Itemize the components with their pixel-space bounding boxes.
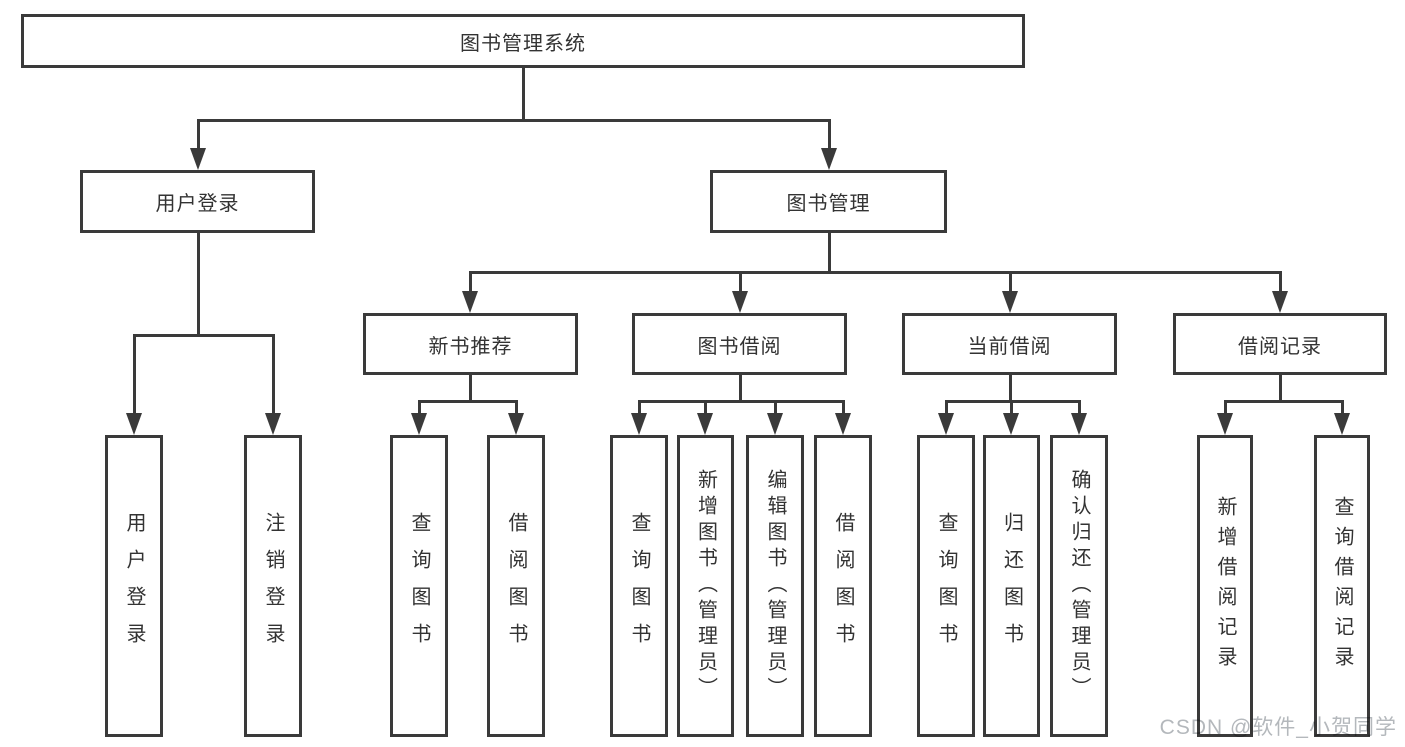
connector-newbook-rail [418,400,518,403]
connector-userlogin-rail [133,334,275,337]
connector-drop-current-borrow [1009,271,1012,293]
leaf-add-books-admin: 新增图书（管理员） [677,435,734,737]
arrowhead-nb-borrow [508,413,524,435]
arrowhead-leaf-logout [265,413,281,435]
node-new-book-recommendation: 新书推荐 [363,313,578,375]
leaf-logout: 注销登录 [244,435,302,737]
arrowhead-cb-confirm [1071,413,1087,435]
leaf-query-books-recommend-label: 查询图书 [408,512,430,660]
connector-currentborrow-rail [945,400,1081,403]
connector-drop-br-add [1224,400,1227,415]
connector-drop-cb-confirm [1078,400,1081,415]
connector-drop-cb-return [1010,400,1013,415]
leaf-query-books-current: 查询图书 [917,435,975,737]
arrowhead-user-login [190,148,206,170]
leaf-user-login-label: 用户登录 [123,512,145,660]
node-book-borrowing-label: 图书借阅 [697,335,782,358]
node-user-login-label: 用户登录 [155,193,240,215]
node-book-borrowing: 图书借阅 [632,313,847,375]
leaf-borrow-books-label: 借阅图书 [832,512,854,660]
leaf-add-books-admin-label: 新增图书（管理员） [694,469,717,703]
node-root-label: 图书管理系统 [460,32,586,55]
leaf-query-books-borrow-label: 查询图书 [628,512,650,660]
connector-borrowrecord-stem [1279,375,1282,402]
arrowhead-book-borrow [732,291,748,313]
arrowhead-leaf-login [126,413,142,435]
leaf-borrow-books-recommend-label: 借阅图书 [505,512,527,660]
node-borrowing-records: 借阅记录 [1173,313,1387,375]
leaf-query-books-borrow: 查询图书 [610,435,668,737]
node-root: 图书管理系统 [21,14,1025,68]
connector-drop-bb-add [704,400,707,415]
arrowhead-current-borrow [1002,291,1018,313]
arrowhead-new-book [462,291,478,313]
arrowhead-cb-query [938,413,954,435]
connector-drop-book-mgmt [828,119,831,150]
arrowhead-cb-return [1003,413,1019,435]
connector-drop-nb-borrow [515,400,518,415]
arrowhead-bb-edit [767,413,783,435]
connector-drop-bb-edit [774,400,777,415]
connector-newbook-stem [469,375,472,402]
csdn-watermark: CSDN @软件_小贺同学 [1159,716,1397,739]
connector-currentborrow-stem [1009,375,1012,402]
connector-bookmgmt-rail [469,271,1281,274]
connector-bookmgmt-stem [828,233,831,273]
connector-drop-bb-borrow [842,400,845,415]
arrowhead-book-mgmt [821,148,837,170]
leaf-query-borrow-record: 查询借阅记录 [1314,435,1370,737]
leaf-add-borrow-record: 新增借阅记录 [1197,435,1253,737]
node-current-borrowing-label: 当前借阅 [967,335,1052,358]
leaf-confirm-return-admin: 确认归还（管理员） [1050,435,1108,737]
leaf-logout-label: 注销登录 [262,512,284,660]
leaf-confirm-return-admin-label: 确认归还（管理员） [1068,469,1090,703]
connector-drop-leaf-login [133,334,136,415]
connector-drop-new-book [469,271,472,293]
connector-root-stem [522,68,525,120]
leaf-query-books-recommend: 查询图书 [390,435,448,737]
arrowhead-br-query [1334,413,1350,435]
connector-drop-bb-query [638,400,641,415]
arrowhead-br-add [1217,413,1233,435]
connector-root-rail [197,119,830,122]
leaf-borrow-books: 借阅图书 [814,435,872,737]
connector-borrowrecord-rail [1224,400,1344,403]
node-current-borrowing: 当前借阅 [902,313,1117,375]
leaf-query-books-current-label: 查询图书 [935,512,957,660]
connector-drop-br-query [1341,400,1344,415]
leaf-edit-books-admin: 编辑图书（管理员） [746,435,804,737]
node-borrowing-records-label: 借阅记录 [1238,335,1322,358]
arrowhead-bb-query [631,413,647,435]
leaf-return-books: 归还图书 [983,435,1040,737]
connector-bookborrow-stem [739,375,742,402]
leaf-add-borrow-record-label: 新增借阅记录 [1214,496,1236,676]
leaf-borrow-books-recommend: 借阅图书 [487,435,545,737]
connector-drop-borrow-record [1279,271,1282,293]
leaf-query-borrow-record-label: 查询借阅记录 [1331,496,1353,676]
connector-bookborrow-rail [638,400,845,403]
connector-userlogin-stem [197,233,200,336]
leaf-return-books-label: 归还图书 [1000,512,1023,660]
node-new-book-recommendation-label: 新书推荐 [428,335,513,358]
node-book-management-label: 图书管理 [786,193,871,215]
node-book-management: 图书管理 [710,170,947,233]
connector-drop-nb-query [418,400,421,415]
arrowhead-bb-add [697,413,713,435]
connector-drop-book-borrow [739,271,742,293]
arrowhead-borrow-record [1272,291,1288,313]
leaf-user-login: 用户登录 [105,435,163,737]
node-user-login: 用户登录 [80,170,315,233]
connector-drop-leaf-logout [272,334,275,415]
leaf-edit-books-admin-label: 编辑图书（管理员） [764,469,786,703]
arrowhead-nb-query [411,413,427,435]
connector-drop-user-login [197,119,200,150]
arrowhead-bb-borrow [835,413,851,435]
connector-drop-cb-query [945,400,948,415]
